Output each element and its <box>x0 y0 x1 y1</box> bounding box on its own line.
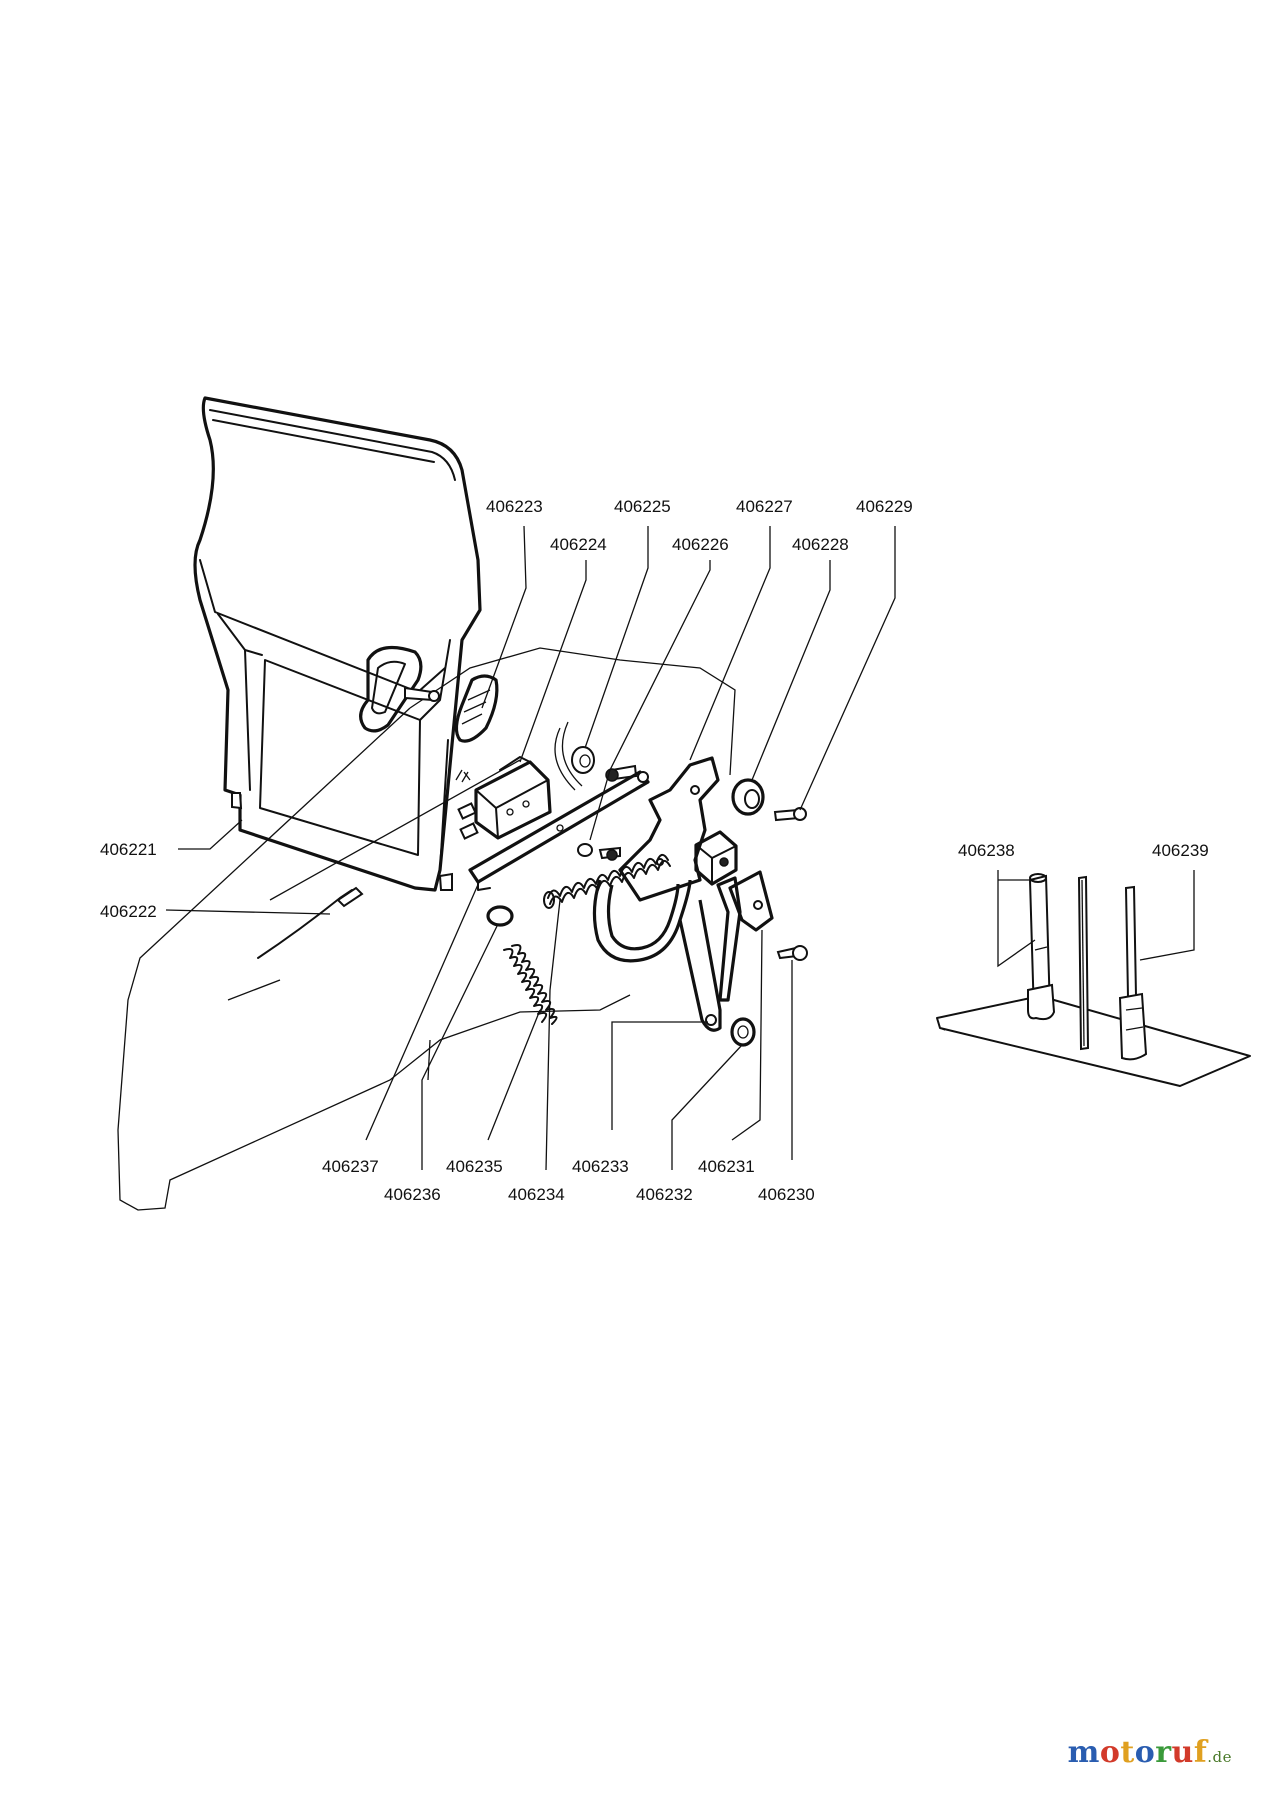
label-406239: 406239 <box>1152 841 1209 860</box>
label-406222: 406222 <box>100 902 157 921</box>
brake-band <box>592 879 722 1032</box>
part-labels: 406221 406222 406223 406224 406225 40622… <box>100 497 1209 1204</box>
label-406229: 406229 <box>856 497 913 516</box>
label-406224: 406224 <box>550 535 607 554</box>
logo-letter: m <box>1067 1735 1100 1770</box>
motoruf-logo: motoruf.de <box>1068 1735 1232 1770</box>
catcher-frame <box>193 396 482 892</box>
machine-housing <box>117 647 736 1211</box>
screw-406229 <box>773 807 807 822</box>
label-406231: 406231 <box>698 1157 755 1176</box>
washer-bolt <box>577 843 621 861</box>
label-406237: 406237 <box>322 1157 379 1176</box>
label-406221: 406221 <box>100 840 157 859</box>
micro-switch <box>455 756 552 840</box>
spring-horizontal <box>543 853 671 909</box>
logo-tld: .de <box>1207 1748 1232 1766</box>
label-406226: 406226 <box>672 535 729 554</box>
label-406228: 406228 <box>792 535 849 554</box>
circlip <box>730 1017 756 1047</box>
contact-plate <box>728 870 808 961</box>
logo-letter: r <box>1155 1735 1172 1770</box>
label-406238: 406238 <box>958 841 1015 860</box>
logo-wordmark: motoruf <box>1068 1735 1208 1770</box>
label-406236: 406236 <box>384 1185 441 1204</box>
cable <box>257 759 521 959</box>
spacer-406228 <box>731 778 765 816</box>
tool-set <box>936 873 1251 1087</box>
spacer-406225 <box>571 746 595 774</box>
logo-letter: f <box>1193 1735 1208 1770</box>
lever-arm <box>716 876 742 1002</box>
spring-vertical <box>486 905 558 1025</box>
logo-letter: o <box>1099 1735 1121 1770</box>
label-406235: 406235 <box>446 1157 503 1176</box>
label-406232: 406232 <box>636 1185 693 1204</box>
label-406234: 406234 <box>508 1185 565 1204</box>
label-406227: 406227 <box>736 497 793 516</box>
leader-lines <box>165 525 1195 1171</box>
logo-letter: o <box>1134 1735 1156 1770</box>
label-406223: 406223 <box>486 497 543 516</box>
logo-letter: u <box>1171 1735 1194 1770</box>
label-406225: 406225 <box>614 497 671 516</box>
grip-part <box>454 674 499 743</box>
label-406230: 406230 <box>758 1185 815 1204</box>
label-406233: 406233 <box>572 1157 629 1176</box>
clamp-block <box>694 830 738 886</box>
logo-letter: t <box>1120 1735 1135 1770</box>
